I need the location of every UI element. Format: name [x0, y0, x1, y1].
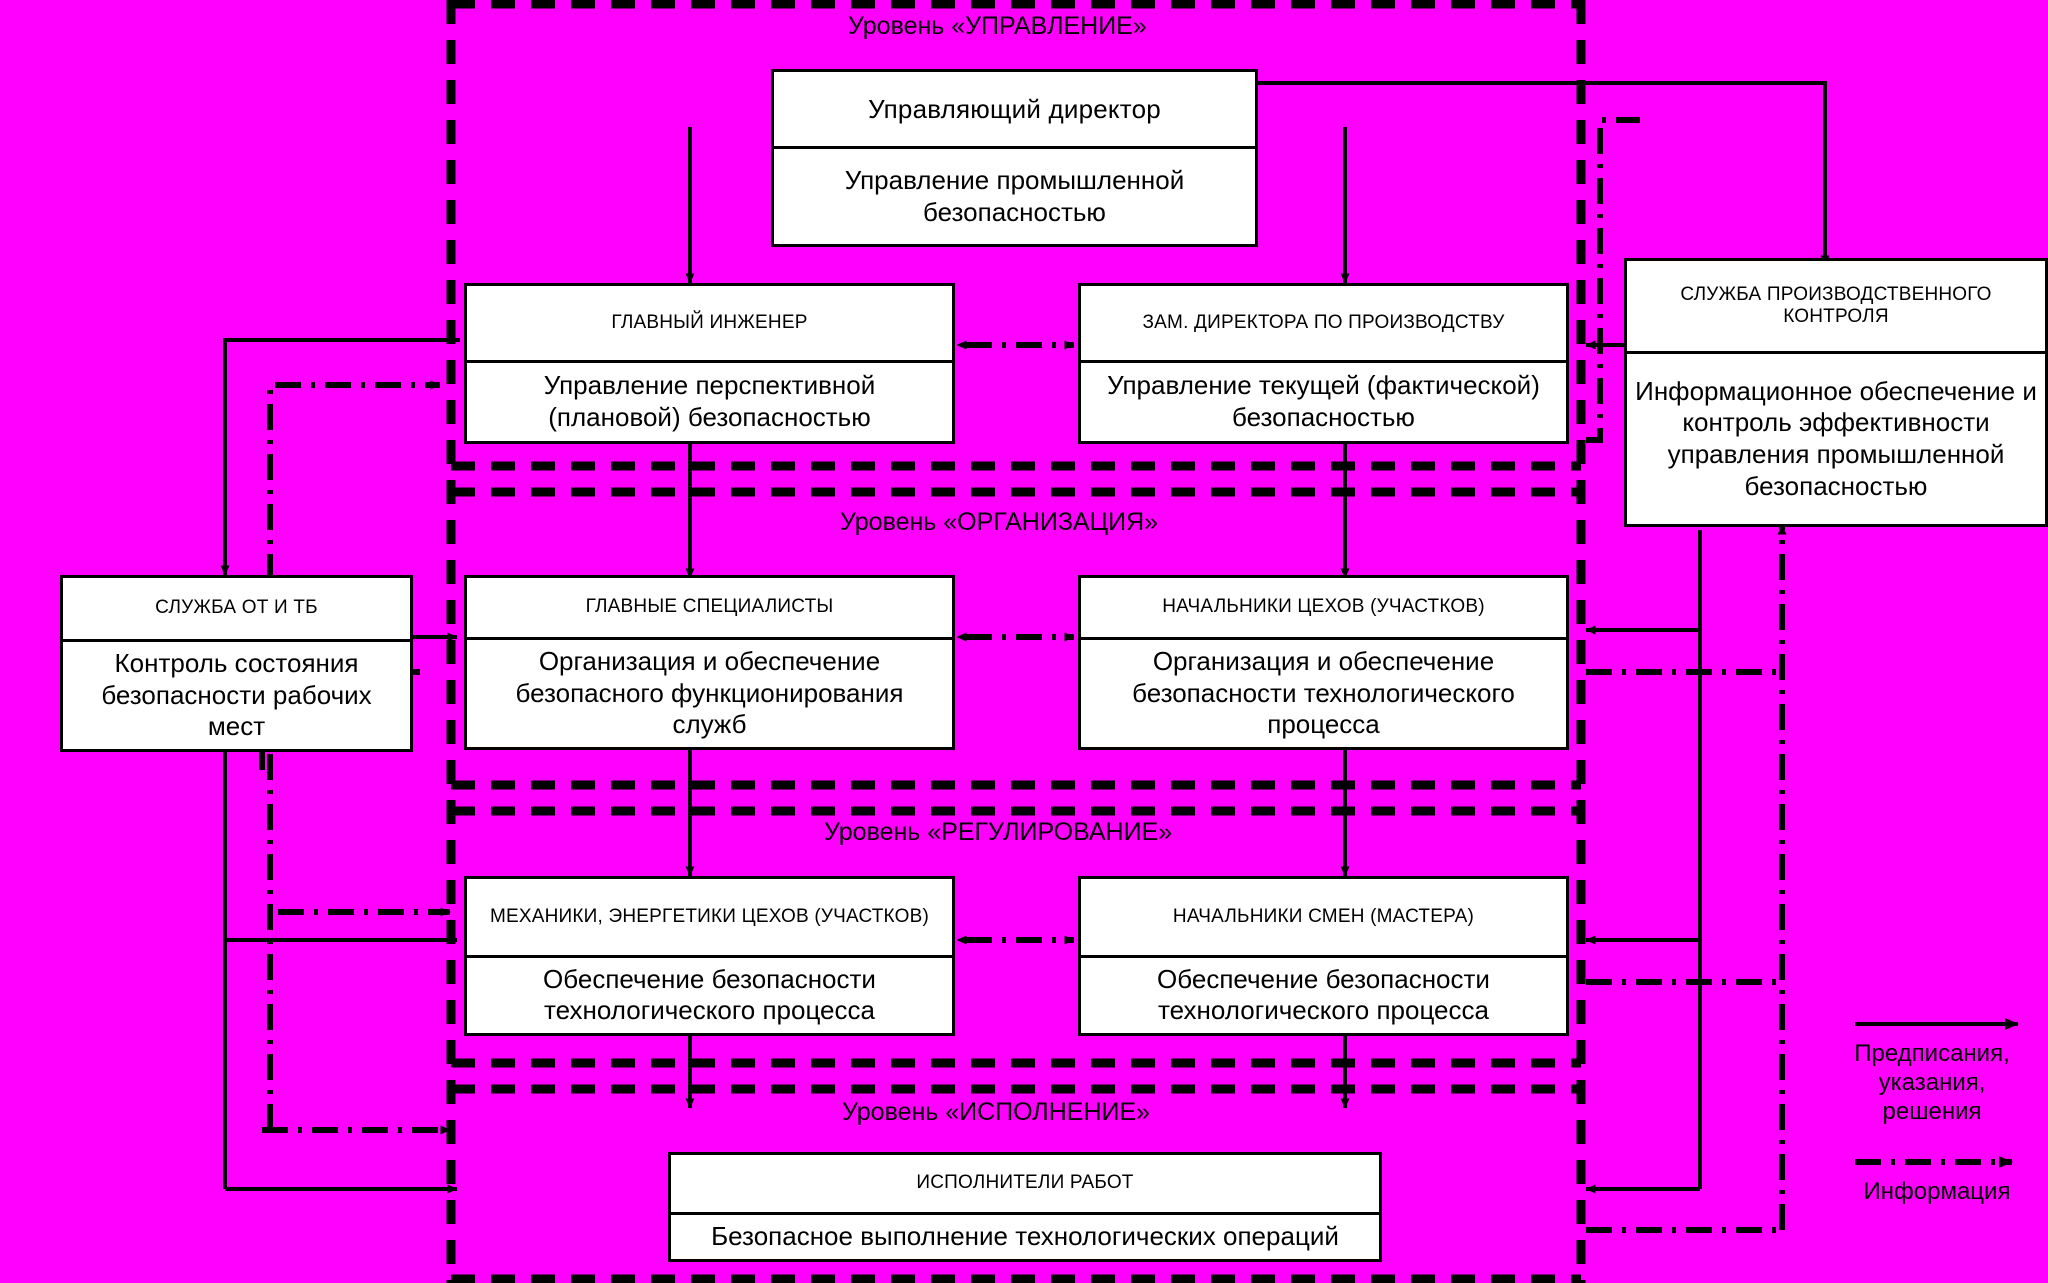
- node-labor-safety-body: Контроль состояния безопасности рабочих …: [63, 638, 410, 749]
- solid-connectors: [220, 81, 2019, 1194]
- node-chief-specialists-body: Организация и обеспечение безопасного фу…: [467, 636, 952, 747]
- node-production-control-body: Информационное обеспечение и контроль эф…: [1627, 351, 2045, 524]
- node-shift-heads-body: Обеспечение безопасности технологическог…: [1081, 954, 1566, 1033]
- node-mechanics[interactable]: МЕХАНИКИ, ЭНЕРГЕТИКИ ЦЕХОВ (УЧАСТКОВ) Об…: [464, 876, 955, 1036]
- node-chief-engineer-body: Управление перспективной (плановой) безо…: [467, 360, 952, 441]
- legend-solid-label: Предписания, указания, решения: [1854, 1040, 2010, 1125]
- arrow-info-left-trunk-to-chiefeng: [267, 380, 441, 1130]
- node-chief-engineer-title: ГЛАВНЫЙ ИНЖЕНЕР: [611, 311, 808, 333]
- node-director[interactable]: Управляющий директор Управление промышле…: [771, 69, 1258, 247]
- node-workers[interactable]: ИСПОЛНИТЕЛИ РАБОТ Безопасное выполнение …: [668, 1152, 1382, 1262]
- node-mechanics-body: Обеспечение безопасности технологическог…: [467, 954, 952, 1033]
- node-director-body: Управление промышленной безопасностью: [774, 146, 1255, 244]
- node-chief-specialists-title: ГЛАВНЫЕ СПЕЦИАЛИСТЫ: [585, 596, 834, 618]
- node-deputy-director-body: Управление текущей (фактической) безопас…: [1081, 360, 1566, 441]
- node-shop-heads-title: НАЧАЛЬНИКИ ЦЕХОВ (УЧАСТКОВ): [1162, 596, 1485, 618]
- band-label-organization: Уровень «ОРГАНИЗАЦИЯ»: [840, 508, 1159, 536]
- info-right-seg-top: [1586, 117, 1640, 443]
- node-shop-heads[interactable]: НАЧАЛЬНИКИ ЦЕХОВ (УЧАСТКОВ) Организация …: [1078, 575, 1569, 750]
- node-director-title: Управляющий директор: [868, 93, 1161, 124]
- node-shift-heads[interactable]: НАЧАЛЬНИКИ СМЕН (МАСТЕРА) Обеспечение бе…: [1078, 876, 1569, 1036]
- band-label-regulation: Уровень «РЕГУЛИРОВАНИЕ»: [824, 818, 1173, 846]
- node-deputy-director-title: ЗАМ. ДИРЕКТОРА ПО ПРОИЗВОДСТВУ: [1142, 311, 1505, 333]
- band-label-execution: Уровень «ИСПОЛНЕНИЕ»: [842, 1098, 1151, 1126]
- arrow-chiefeng-to-labor-safety: [220, 338, 460, 576]
- legend-dashdot-label: Информация: [1863, 1178, 2011, 1205]
- node-shift-heads-title: НАЧАЛЬНИКИ СМЕН (МАСТЕРА): [1172, 905, 1475, 927]
- node-production-control[interactable]: СЛУЖБА ПРОИЗВОДСТВЕННОГО КОНТРОЛЯ Информ…: [1624, 258, 2048, 527]
- node-shop-heads-body: Организация и обеспечение безопасности т…: [1081, 636, 1566, 747]
- node-chief-engineer[interactable]: ГЛАВНЫЙ ИНЖЕНЕР Управление перспективной…: [464, 283, 955, 444]
- node-labor-safety-title: СЛУЖБА ОТ И ТБ: [155, 597, 318, 619]
- node-labor-safety[interactable]: СЛУЖБА ОТ И ТБ Контроль состояния безопа…: [60, 575, 413, 752]
- arrow-director-to-prodcontrol: [1257, 81, 1830, 266]
- node-workers-title: ИСПОЛНИТЕЛИ РАБОТ: [916, 1172, 1134, 1194]
- node-production-control-title: СЛУЖБА ПРОИЗВОДСТВЕННОГО КОНТРОЛЯ: [1680, 283, 1992, 327]
- level-band-frames: [446, 0, 1586, 1283]
- band-label-management: Уровень «УПРАВЛЕНИЕ»: [848, 12, 1147, 40]
- node-workers-body: Безопасное выполнение технологических оп…: [671, 1212, 1379, 1259]
- node-chief-specialists[interactable]: ГЛАВНЫЕ СПЕЦИАЛИСТЫ Организация и обеспе…: [464, 575, 955, 750]
- node-mechanics-title: МЕХАНИКИ, ЭНЕРГЕТИКИ ЦЕХОВ (УЧАСТКОВ): [489, 905, 929, 927]
- node-deputy-director[interactable]: ЗАМ. ДИРЕКТОРА ПО ПРОИЗВОДСТВУ Управлени…: [1078, 283, 1569, 444]
